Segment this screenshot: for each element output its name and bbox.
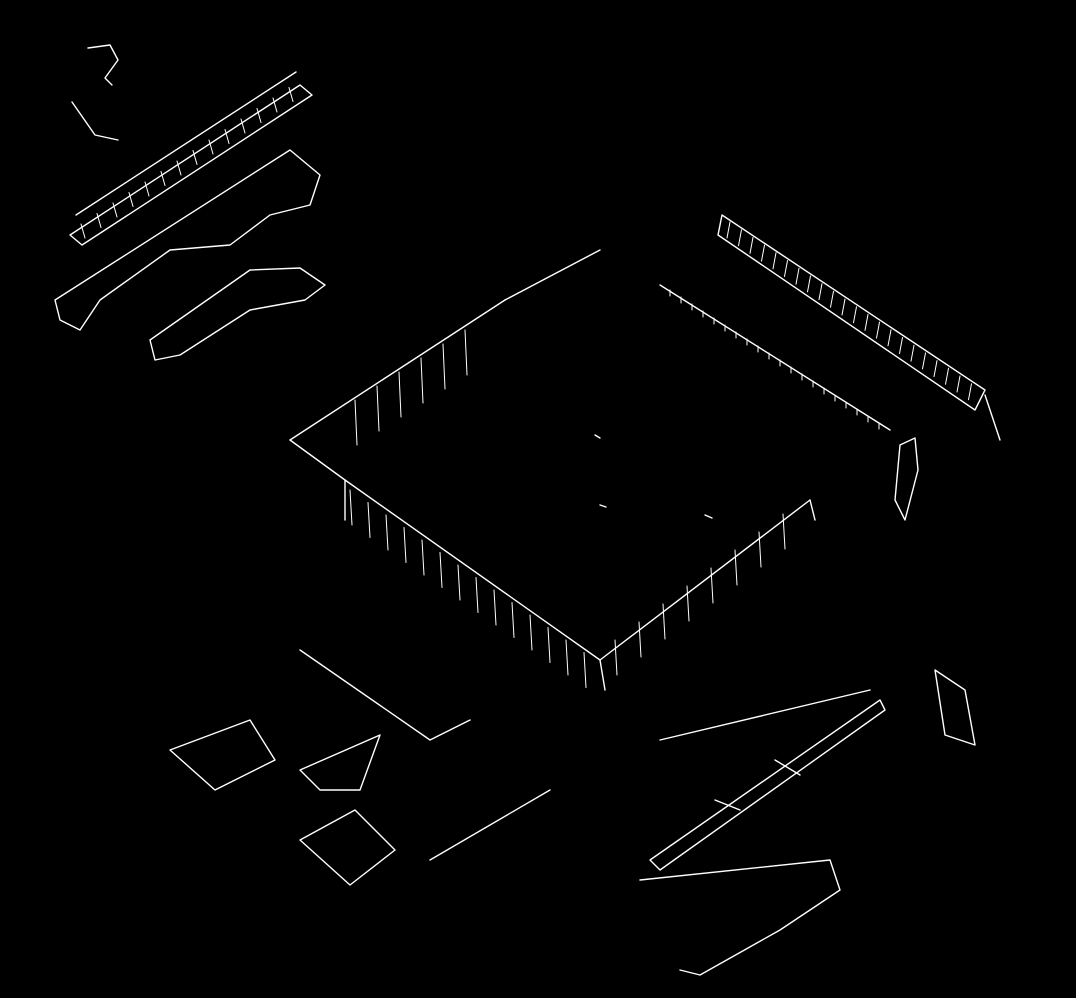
rail-rib	[738, 229, 742, 247]
frame-post	[662, 603, 666, 640]
rail-rib	[240, 118, 246, 134]
frame-post	[614, 639, 618, 676]
frame-post	[547, 627, 551, 663]
frame-post	[686, 585, 690, 622]
frame-post	[734, 549, 738, 586]
rail-rib	[945, 367, 949, 385]
rail-rib	[795, 267, 800, 285]
frame-post	[385, 514, 389, 551]
top-left-bracket	[71, 44, 119, 141]
rail-rib	[224, 129, 230, 144]
top-left-rail-assembly	[54, 71, 326, 361]
bottom-right-base-assembly	[639, 689, 886, 976]
rail-rib	[160, 171, 166, 186]
rail-rib	[761, 244, 765, 262]
frame-post	[421, 539, 425, 576]
rail-rib	[784, 260, 788, 277]
frame-post	[403, 527, 407, 563]
rail-rib	[256, 108, 262, 123]
frame-post	[475, 577, 479, 613]
frame-post	[529, 614, 533, 651]
frame-post	[398, 371, 402, 418]
rail-rib	[288, 87, 294, 102]
frame-post	[439, 552, 443, 588]
rail-rib	[922, 352, 926, 370]
frame-post	[376, 385, 380, 432]
frame-post	[782, 513, 786, 550]
rail-rib	[876, 321, 880, 339]
rail-rib	[128, 192, 134, 207]
rail-rib	[80, 223, 86, 239]
rail-rib	[956, 375, 961, 393]
rail-rib	[899, 337, 903, 354]
rail-rib	[968, 383, 972, 401]
rail-rib	[176, 160, 182, 176]
frame-post	[565, 639, 569, 676]
right-side-bracket	[894, 437, 976, 746]
rail-rib	[112, 202, 118, 218]
frame-post	[638, 621, 642, 658]
frame-post	[349, 489, 353, 526]
rail-rib	[887, 329, 892, 347]
frame-post	[457, 564, 461, 601]
frame-post	[583, 652, 587, 688]
rail-rib	[144, 181, 150, 197]
rail-rib	[933, 360, 938, 378]
rail-rib	[853, 306, 857, 324]
frame-post	[511, 602, 515, 638]
rail-rib	[910, 344, 915, 362]
rail-rib	[272, 97, 278, 113]
frame-post	[442, 343, 446, 390]
bottom-left-base-plates	[169, 649, 551, 886]
frame-post	[367, 502, 371, 538]
rail-rib	[208, 139, 214, 155]
rail-rib	[864, 313, 869, 331]
right-rail-assembly	[717, 214, 1001, 441]
rail-rib	[818, 283, 823, 301]
rail-rib	[830, 290, 834, 308]
rail-rib	[841, 298, 846, 316]
frame-post	[493, 589, 497, 626]
frame-post	[710, 567, 714, 604]
frame-post	[420, 357, 424, 404]
rail-rib	[96, 213, 102, 228]
rail-rib	[726, 221, 731, 239]
frame-post	[354, 399, 358, 446]
rail-rib	[192, 150, 198, 165]
center-box-frame	[289, 249, 891, 691]
rail-rib	[749, 236, 754, 254]
frame-post	[758, 531, 762, 568]
frame-post	[464, 329, 468, 376]
rail-ribs	[80, 87, 294, 239]
rail-rib	[807, 275, 811, 293]
rail-rib	[772, 252, 777, 270]
